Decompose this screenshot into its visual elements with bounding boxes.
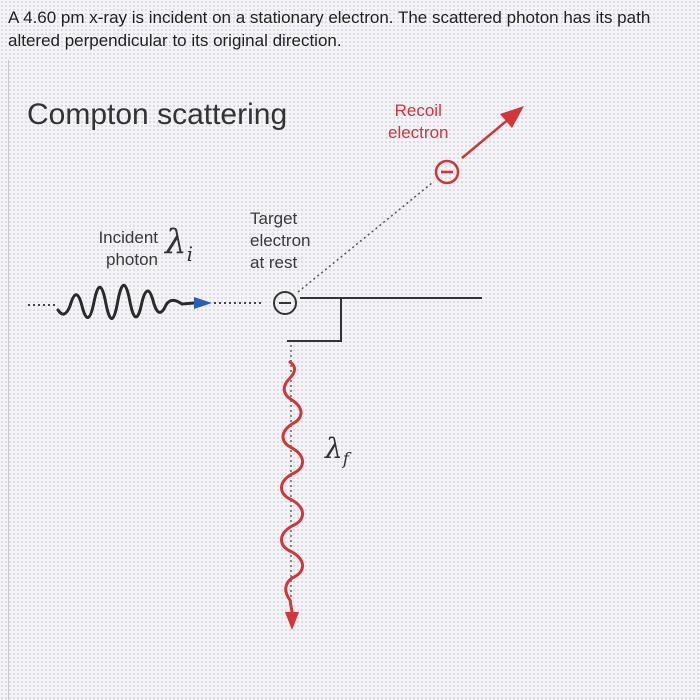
recoil-arrow-head <box>500 106 524 128</box>
incident-arrow-head <box>194 297 212 309</box>
question-text: A 4.60 pm x-ray is incident on a station… <box>8 8 651 50</box>
recoil-arrow-shaft <box>461 117 511 159</box>
recoil-electron <box>434 159 460 185</box>
right-angle-marker <box>287 298 342 342</box>
target-electron <box>273 291 297 315</box>
incident-wave <box>56 283 196 320</box>
diagram-title: Compton scattering <box>27 98 288 131</box>
recoil-electron-label: Recoil electron <box>388 101 449 142</box>
target-electron-label: Target electron at rest <box>250 209 311 272</box>
lambda-f-symbol: λf <box>325 432 350 470</box>
scattered-wave <box>280 360 304 614</box>
lambda-i-symbol: λi <box>165 222 193 266</box>
scattered-arrow-head <box>285 612 299 630</box>
recoil-path-dotted <box>297 182 433 293</box>
left-border <box>8 60 9 700</box>
incident-photon-label: Incident photon <box>98 228 158 269</box>
